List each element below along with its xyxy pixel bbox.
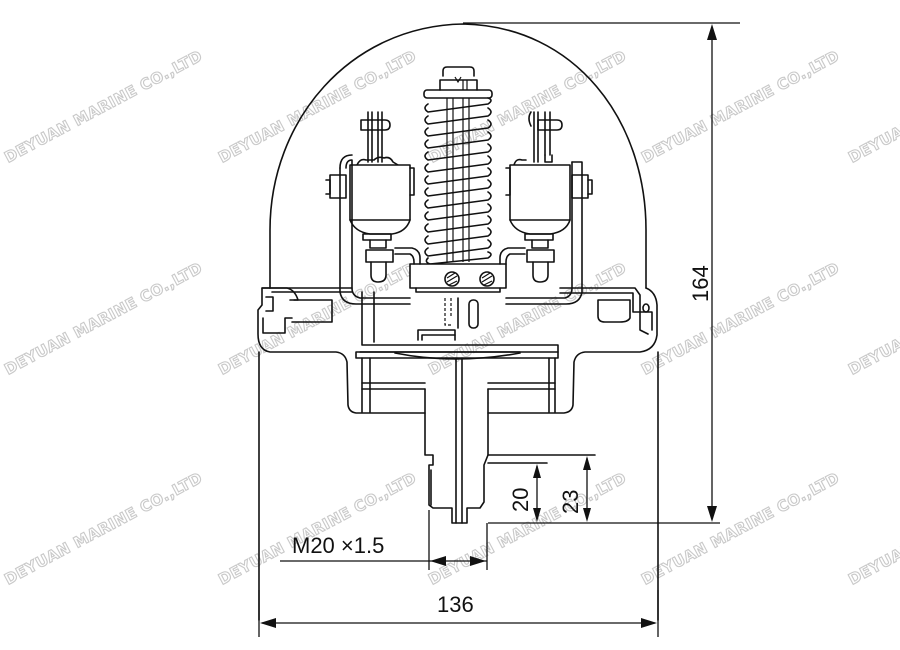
spring-coils	[424, 97, 492, 265]
watermark: DEYUAN MARINE CO.,LTD	[845, 259, 900, 379]
height-dimension-label: 164	[688, 265, 713, 302]
diaphragm-chamber	[355, 291, 559, 413]
width-dimension-label: 136	[437, 592, 474, 617]
range-spring	[409, 66, 507, 293]
dimension-port-lengths: 20 23	[508, 456, 591, 522]
thread-spec-label: M20 ×1.5	[292, 533, 384, 558]
right-micro-switch	[499, 111, 593, 305]
watermark: DEYUAN MARINE CO.,LTD	[1, 259, 205, 379]
dimension-overall-width: 136	[258, 590, 659, 637]
watermark: DEYUAN MARINE CO.,LTD	[215, 259, 419, 379]
watermark: DEYUAN MARINE CO.,LTD	[845, 469, 900, 589]
watermark: DEYUAN MARINE CO.,LTD	[1, 469, 205, 589]
watermark: DEYUAN MARINE CO.,LTD	[638, 259, 842, 379]
dimension-thread: M20 ×1.5	[280, 510, 488, 570]
dome-cover	[269, 23, 647, 289]
shoulder-length-label: 23	[558, 490, 583, 514]
watermark: DEYUAN MARINE CO.,LTD	[638, 47, 842, 167]
watermark: DEYUAN MARINE CO.,LTD	[425, 47, 629, 167]
watermark: DEYUAN MARINE CO.,LTD	[638, 469, 842, 589]
dimension-overall-height: 164	[463, 22, 740, 524]
base-housing	[257, 287, 659, 621]
watermark: DEYUAN MARINE CO.,LTD	[215, 469, 419, 589]
pressure-port	[424, 357, 596, 524]
watermark: DEYUAN MARINE CO.,LTD	[215, 47, 419, 167]
screw-icon	[479, 271, 495, 287]
screw-icon	[444, 271, 460, 287]
watermark: DEYUAN MARINE CO.,LTD	[845, 47, 900, 167]
left-micro-switch	[325, 111, 421, 305]
thread-length-label: 20	[508, 488, 533, 512]
watermark: DEYUAN MARINE CO.,LTD	[1, 47, 205, 167]
